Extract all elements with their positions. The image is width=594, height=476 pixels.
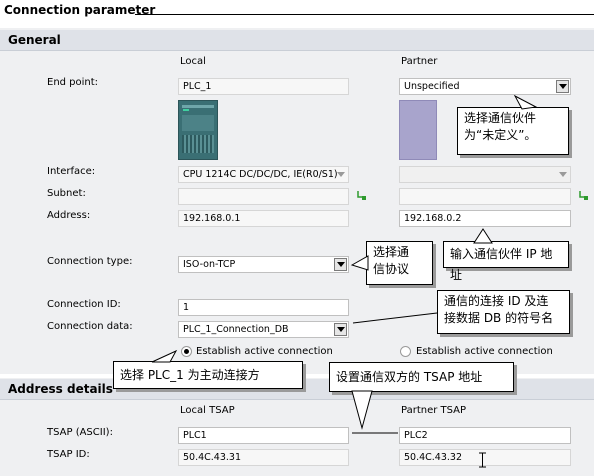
connection-data-label: Connection data:	[47, 321, 133, 332]
callout-partner-unspecified: 选择通信伙件 为“未定义”。	[457, 107, 569, 155]
chevron-down-icon[interactable]	[556, 168, 569, 181]
callout-active-side: 选择 PLC_1 为主动连接方	[113, 361, 303, 389]
callout-line: 选择通	[373, 245, 410, 259]
local-tsap-id-field[interactable]: 50.4C.43.31	[178, 449, 349, 466]
partner-end-point-value: Unspecified	[404, 81, 460, 92]
callout-partner-ip: 输入通信伙伴 IP 地址	[443, 241, 569, 282]
partner-end-point-dropdown[interactable]: Unspecified	[399, 78, 571, 95]
local-interface-dropdown[interactable]: CPU 1214C DC/DC/DC, IE(R0/S1)	[178, 166, 349, 183]
callout-tsap: 设置通信双方的 TSAP 地址	[329, 362, 514, 392]
chevron-down-icon[interactable]	[334, 323, 347, 336]
connection-id-label: Connection ID:	[47, 299, 121, 310]
partner-tsap-ascii-field[interactable]: PLC2	[399, 427, 571, 444]
partner-column-header: Partner	[401, 56, 438, 67]
chevron-down-icon[interactable]	[334, 168, 347, 181]
local-address-field[interactable]: 192.168.0.1	[178, 210, 349, 227]
callout-connection-id-data: 通信的连接 ID 及连 接数据 DB 的符号名	[437, 290, 570, 334]
callout-protocol: 选择通 信协议	[366, 241, 433, 285]
partner-subnet-field[interactable]	[399, 188, 571, 205]
callout-line: 选择通信伙件	[464, 111, 537, 125]
chevron-down-icon[interactable]	[334, 258, 347, 271]
partner-address-field[interactable]: 192.168.0.2	[399, 210, 571, 227]
cpu-device-image	[178, 100, 218, 160]
partner-active-connection-radio[interactable]	[400, 346, 411, 357]
local-interface-value: CPU 1214C DC/DC/DC, IE(R0/S1)	[183, 169, 338, 180]
partner-interface-dropdown[interactable]	[399, 166, 571, 183]
connection-type-dropdown[interactable]: ISO-on-TCP	[178, 256, 349, 273]
chevron-down-icon[interactable]	[556, 80, 569, 93]
callout-line: 信协议	[373, 262, 410, 276]
address-details-heading-rule	[0, 399, 594, 400]
general-heading-rule	[0, 50, 594, 51]
local-tsap-ascii-field[interactable]: PLC1	[178, 427, 349, 444]
partner-active-connection-label: Establish active connection	[416, 346, 553, 357]
local-active-connection-label: Establish active connection	[196, 346, 333, 357]
address-label: Address:	[47, 210, 91, 221]
text-cursor-icon	[479, 452, 486, 468]
title-rule	[135, 14, 594, 15]
subnet-label: Subnet:	[47, 188, 86, 199]
callout-line: 通信的连接 ID 及连	[444, 294, 549, 308]
local-end-point-field[interactable]: PLC_1	[178, 78, 349, 95]
local-subnet-field[interactable]	[178, 188, 349, 205]
network-icon[interactable]	[356, 191, 366, 201]
connection-type-value: ISO-on-TCP	[183, 259, 236, 270]
connection-data-dropdown[interactable]: PLC_1_Connection_DB	[178, 321, 349, 338]
tsap-id-label: TSAP ID:	[47, 449, 90, 460]
partner-tsap-header: Partner TSAP	[401, 405, 467, 416]
callout-line: 接数据 DB 的符号名	[444, 311, 554, 325]
partner-device-image	[399, 100, 437, 160]
local-active-connection-radio[interactable]	[181, 346, 192, 357]
callout-line: 为“未定义”。	[464, 128, 537, 142]
end-point-label: End point:	[47, 77, 99, 88]
connection-data-value: PLC_1_Connection_DB	[183, 324, 289, 335]
local-column-header: Local	[180, 56, 206, 67]
tsap-ascii-label: TSAP (ASCII):	[47, 427, 113, 438]
dialog-title: Connection parameter	[4, 3, 156, 17]
network-icon[interactable]	[578, 191, 588, 201]
interface-label: Interface:	[47, 166, 96, 177]
partner-tsap-id-field[interactable]: 50.4C.43.32	[399, 449, 571, 466]
connection-id-field[interactable]: 1	[178, 299, 349, 316]
local-tsap-header: Local TSAP	[180, 405, 235, 416]
connection-type-label: Connection type:	[47, 256, 133, 267]
general-heading: General	[0, 30, 594, 50]
